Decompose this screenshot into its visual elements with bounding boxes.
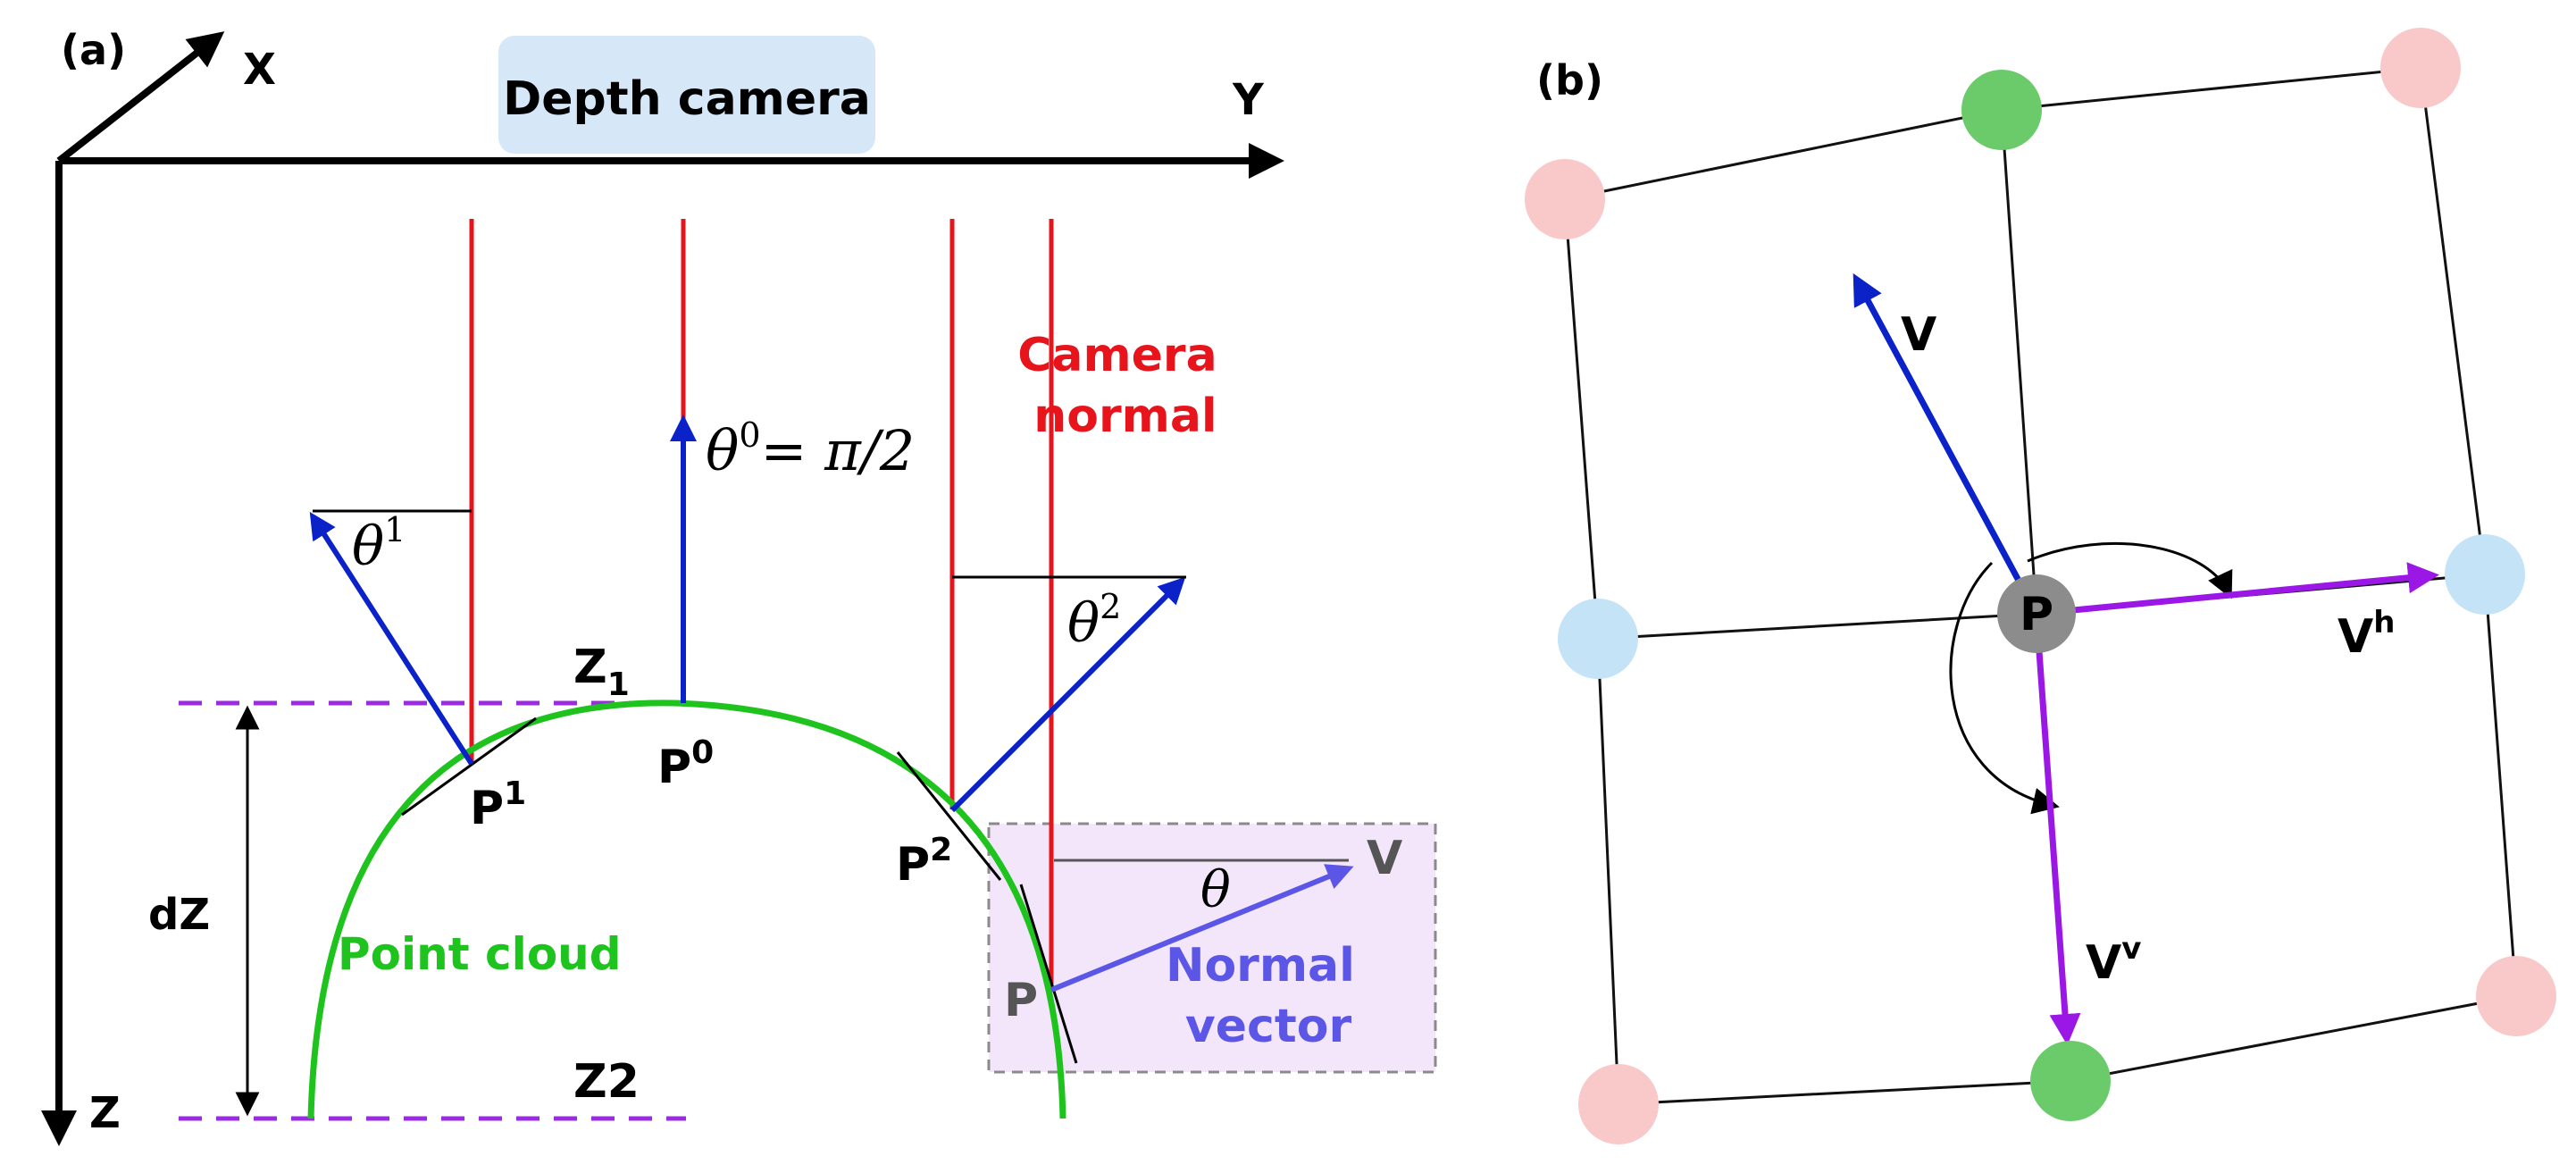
node-middle-left — [1558, 599, 1638, 679]
z1-label: Z1 — [573, 641, 630, 703]
panel-a-tag: (a) — [61, 26, 126, 74]
rotation-arc-horizontal — [2027, 541, 2233, 599]
tangent-p2 — [896, 751, 1002, 881]
axis-z-label: Z — [89, 1088, 121, 1138]
normal-arrow-p — [1050, 864, 1354, 993]
theta-label: θ — [1200, 861, 1231, 919]
vector-v-label: V — [1901, 308, 1936, 362]
node-corner-top-right — [2380, 28, 2461, 108]
center-p-label: P — [2020, 588, 2053, 641]
node-center-p — [1997, 574, 2076, 653]
dz-label: dZ — [148, 890, 210, 940]
theta0-label: θ0= π/2 — [706, 415, 915, 483]
axis-x-label: X — [243, 45, 276, 95]
vector-vv-arrow — [2033, 613, 2081, 1045]
panel-a: (a) X Y Z Depth camera — [41, 26, 1437, 1146]
node-corner-bottom-left — [1578, 1064, 1659, 1144]
p0-label: P0 — [657, 734, 714, 794]
point-cloud-label: Point cloud — [338, 928, 622, 980]
tangent-p1 — [401, 716, 537, 817]
node-corner-bottom-right — [2476, 956, 2556, 1036]
p2-label: P2 — [896, 832, 952, 892]
theta1-label: θ1 — [352, 510, 406, 578]
normal-vector-inset — [987, 822, 1437, 1074]
point-cloud-curve — [307, 700, 1066, 1119]
axis-x-arrow — [56, 31, 225, 164]
vector-v-arrow — [1853, 272, 2040, 616]
grid-col-right — [2419, 67, 2518, 997]
depth-camera-box — [498, 36, 875, 154]
camera-normal-label: Camera normal — [1017, 329, 1234, 443]
v-label: V — [1367, 832, 1402, 885]
node-bottom-center — [2030, 1041, 2111, 1121]
normal-arrow-p1 — [309, 511, 474, 766]
z2-label: Z2 — [573, 1055, 640, 1109]
p-label: P — [1004, 974, 1038, 1027]
tangent-p — [1019, 884, 1078, 1064]
axis-y-label: Y — [1232, 75, 1265, 125]
panel-b-tag: (b) — [1536, 56, 1603, 105]
vector-vh-arrow — [2036, 562, 2439, 617]
node-top-center — [1961, 70, 2042, 150]
p1-label: P1 — [470, 775, 526, 835]
vector-vh-label: Vh — [2338, 605, 2395, 664]
normal-arrow-p2 — [949, 576, 1186, 813]
depth-camera-label: Depth camera — [503, 72, 871, 126]
node-middle-right — [2445, 534, 2525, 615]
vector-vv-label: Vv — [2086, 931, 2141, 990]
theta2-label: θ2 — [1067, 587, 1121, 655]
normal-vector-label: Normal vector — [1166, 939, 1371, 1053]
node-corner-top-left — [1525, 159, 1605, 239]
panel-b: (b) P V Vh Vv — [1525, 28, 2556, 1144]
rotation-arc-vertical — [1949, 561, 2060, 815]
